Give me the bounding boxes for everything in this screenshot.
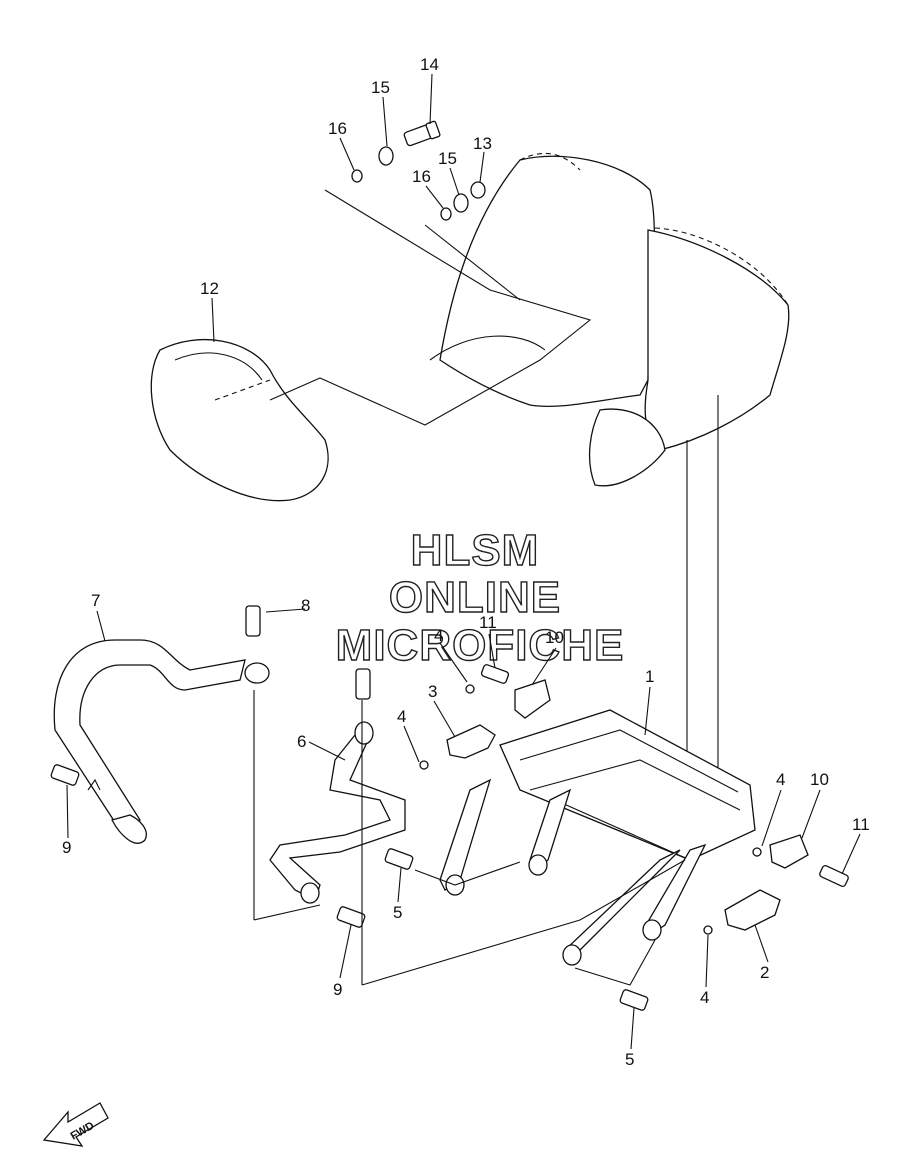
callout-9-lower: 9 <box>333 980 342 999</box>
backrest-cushion <box>429 152 790 487</box>
callout-16-lower: 16 <box>412 167 431 186</box>
bolt-5b <box>619 989 649 1011</box>
bracket-2 <box>724 889 781 931</box>
bolt-11a <box>480 664 510 684</box>
callout-11-upper: 11 <box>479 613 497 632</box>
washer-16b <box>440 207 452 221</box>
washer-15 <box>378 146 394 166</box>
bolt-9a <box>50 764 80 786</box>
bolt-8a <box>245 605 261 637</box>
screw-4b <box>419 760 429 770</box>
callout-8: 8 <box>301 596 310 615</box>
washer-16 <box>351 169 363 183</box>
callout-leaders <box>66 73 861 1050</box>
callout-4-right: 4 <box>776 770 785 789</box>
grab-bar <box>53 639 270 844</box>
callout-1: 1 <box>645 667 654 686</box>
mounting-lines-bottom <box>87 690 686 986</box>
watermark-line1: HLSM <box>411 526 540 575</box>
callout-13: 13 <box>473 134 492 153</box>
bolt-5a <box>384 848 414 870</box>
watermark-line2: ONLINE <box>389 573 561 622</box>
callout-15-upper: 15 <box>371 78 390 97</box>
bolt-9b <box>336 906 366 928</box>
screw-4c <box>752 847 762 857</box>
bracket-3 <box>446 724 496 759</box>
clamp-10a <box>514 679 551 719</box>
watermark: HLSM ONLINE MICROFICHE <box>335 525 625 670</box>
bracket-hardware <box>50 605 849 1011</box>
callout-9-left: 9 <box>62 838 71 857</box>
fasteners-top <box>351 120 486 221</box>
callout-2: 2 <box>760 963 769 982</box>
callout-15-lower: 15 <box>438 149 457 168</box>
callout-4-left: 4 <box>397 707 406 726</box>
bolt-8b <box>355 668 371 700</box>
callout-10-lower: 10 <box>810 770 829 789</box>
callout-11-lower: 11 <box>852 815 870 834</box>
callout-5-lower: 5 <box>625 1050 634 1069</box>
callout-4-lower: 4 <box>700 988 709 1007</box>
callout-6: 6 <box>297 732 306 751</box>
callout-7: 7 <box>91 591 100 610</box>
washer-15b <box>453 193 469 213</box>
forward-arrow-icon: FWD <box>42 1102 109 1147</box>
watermark-line3: MICROFICHE <box>336 621 625 670</box>
callout-5-left: 5 <box>393 903 402 922</box>
bolt-11b <box>819 864 849 888</box>
clamp-10b <box>769 834 809 869</box>
seat-cushion <box>150 338 329 502</box>
bolt-14 <box>403 120 441 147</box>
nut-13 <box>470 181 486 199</box>
callout-12: 12 <box>200 279 219 298</box>
callout-4-upper: 4 <box>434 626 443 645</box>
callout-16-upper: 16 <box>328 119 347 138</box>
screw-4a <box>465 684 475 694</box>
callout-14: 14 <box>420 55 439 74</box>
callout-numbers: 14 15 16 13 15 16 12 7 8 11 4 10 1 3 4 6… <box>62 55 870 1069</box>
screw-4d <box>703 925 713 935</box>
callout-3: 3 <box>428 682 437 701</box>
callout-10-upper: 10 <box>545 628 564 647</box>
side-bar <box>269 721 406 904</box>
rear-rack <box>439 709 756 966</box>
